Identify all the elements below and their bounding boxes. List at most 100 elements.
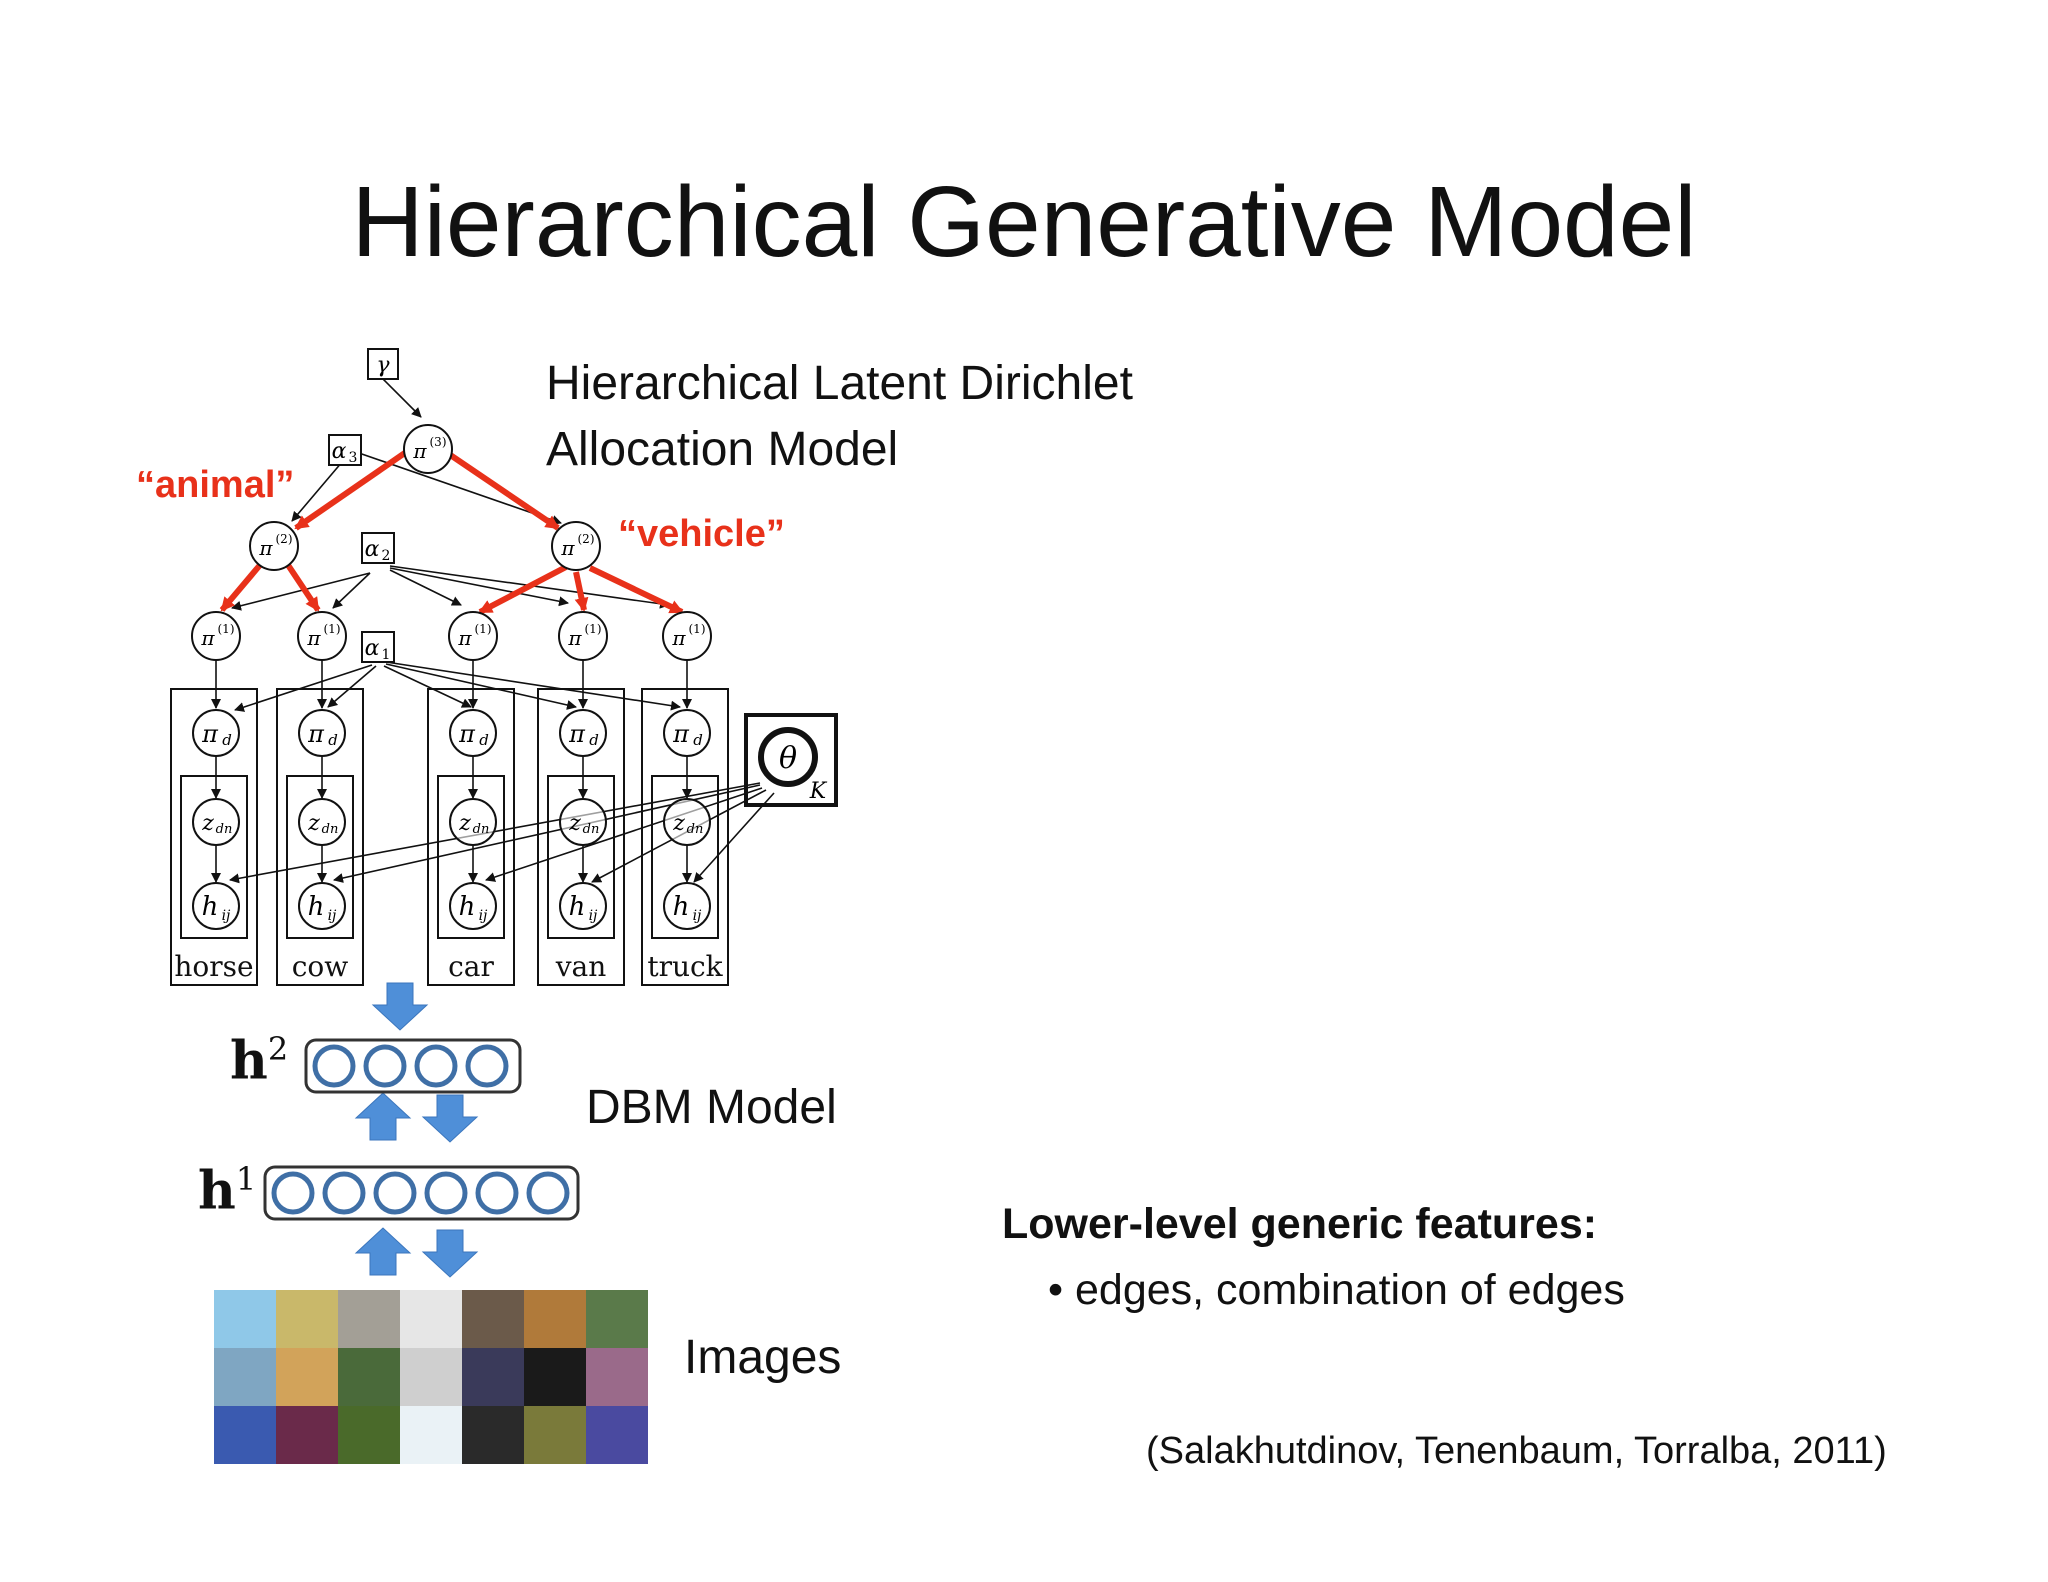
svg-text:π: π [567,626,582,650]
alpha3-sub: 3 [349,450,358,466]
h2-label: h2 [230,1030,288,1091]
svg-text:h: h [308,892,325,922]
h2-label-main: h [230,1030,268,1092]
h-node-cow: h ij [298,882,346,930]
features-heading: Lower-level generic features: [1002,1200,1598,1248]
svg-text:π: π [671,626,686,650]
svg-text:z: z [458,811,471,836]
svg-text:z: z [672,811,685,836]
inner-plate-truck [651,775,719,939]
svg-text:(1): (1) [324,622,341,636]
svg-text:d: d [693,731,703,749]
h1-label-main: h [198,1160,236,1222]
leaf-label-cow: cow [292,950,349,983]
svg-text:π: π [200,626,215,650]
svg-text:ij: ij [328,908,337,924]
svg-text:π: π [201,720,219,748]
leaf-label-horse: horse [174,950,253,983]
animal-label: “animal” [136,464,294,506]
K-label: K [809,779,828,804]
citation: (Salakhutdinov, Tenenbaum, Torralba, 201… [1146,1430,1887,1472]
up-arrow-mid [354,1092,412,1141]
gamma-label: γ [376,353,390,378]
svg-text:π: π [306,626,321,650]
svg-text:(2): (2) [578,532,595,546]
svg-text:d: d [479,731,489,749]
svg-text:(3): (3) [430,435,447,449]
z-node-van: z dn [559,798,607,846]
svg-text:dn: dn [473,822,490,837]
svg-text:z: z [307,811,320,836]
pi2-node-vehicle: π (2) [551,521,601,571]
svg-text:h: h [202,892,219,922]
h-node-van: h ij [559,882,607,930]
down-arrow-mid [421,1094,479,1143]
svg-text:h: h [459,892,476,922]
inner-plate-van [547,775,615,939]
theta-label: θ [779,741,797,776]
slide-title: Hierarchical Generative Model [351,166,1697,278]
plate-van [537,688,625,986]
alpha2-box [361,532,395,564]
pi1-node-van: π (1) [558,611,608,661]
vehicle-label: “vehicle” [618,513,785,555]
pid-node-horse: π d [192,709,240,757]
svg-text:h: h [673,892,690,922]
hlda-label-line1: Hierarchical Latent Dirichlet [546,357,1133,410]
z-node-truck: z dn [663,798,711,846]
alpha3-label: α [332,439,347,464]
pid-node-cow: π d [298,709,346,757]
h-node-truck: h ij [663,882,711,930]
h1-units [271,1171,570,1215]
images-label: Images [684,1331,842,1384]
svg-text:π: π [568,720,586,748]
svg-text:(1): (1) [689,622,706,636]
svg-text:π: π [458,720,476,748]
dbm-label: DBM Model [586,1081,837,1134]
svg-text:d: d [222,731,232,749]
up-arrow-bottom [354,1227,412,1276]
pid-node-car: π d [449,709,497,757]
svg-text:dn: dn [322,822,339,837]
alpha1-sub: 1 [382,647,391,663]
alpha2-sub: 2 [382,548,391,564]
down-arrow-top [371,982,429,1031]
theta-node [758,727,818,787]
svg-text:(1): (1) [475,622,492,636]
svg-text:dn: dn [583,822,600,837]
pi2-node-animal: π (2) [249,521,299,571]
pi1-node-cow: π (1) [297,611,347,661]
svg-text:ij: ij [479,908,488,924]
svg-text:dn: dn [216,822,233,837]
svg-text:π: π [560,536,575,560]
svg-text:(1): (1) [218,622,235,636]
hlda-label-line2: Allocation Model [546,423,899,476]
pi1-node-horse: π (1) [191,611,241,661]
svg-text:ij: ij [589,908,598,924]
features-bullet: • edges, combination of edges [1048,1266,1625,1314]
svg-text:π: π [307,720,325,748]
h2-units [312,1044,509,1088]
h2-layer-box [304,1038,522,1094]
plate-car [427,688,515,986]
plate-truck [641,688,729,986]
z-node-cow: z dn [298,798,346,846]
z-node-horse: z dn [192,798,240,846]
alpha2-label: α [365,537,380,562]
theta-plate [744,713,838,807]
h-node-car: h ij [449,882,497,930]
svg-text:d: d [589,731,599,749]
pid-node-van: π d [559,709,607,757]
svg-text:π: π [672,720,690,748]
pi1-node-truck: π (1) [662,611,712,661]
svg-text:(2): (2) [276,532,293,546]
svg-text:(1): (1) [585,622,602,636]
image-mosaic [214,1290,648,1464]
svg-text:π: π [258,536,273,560]
inner-plate-horse [180,775,248,939]
svg-text:h: h [569,892,586,922]
pi1-node-car: π (1) [448,611,498,661]
h2-label-sup: 2 [267,1030,289,1068]
leaf-label-car: car [448,950,494,983]
